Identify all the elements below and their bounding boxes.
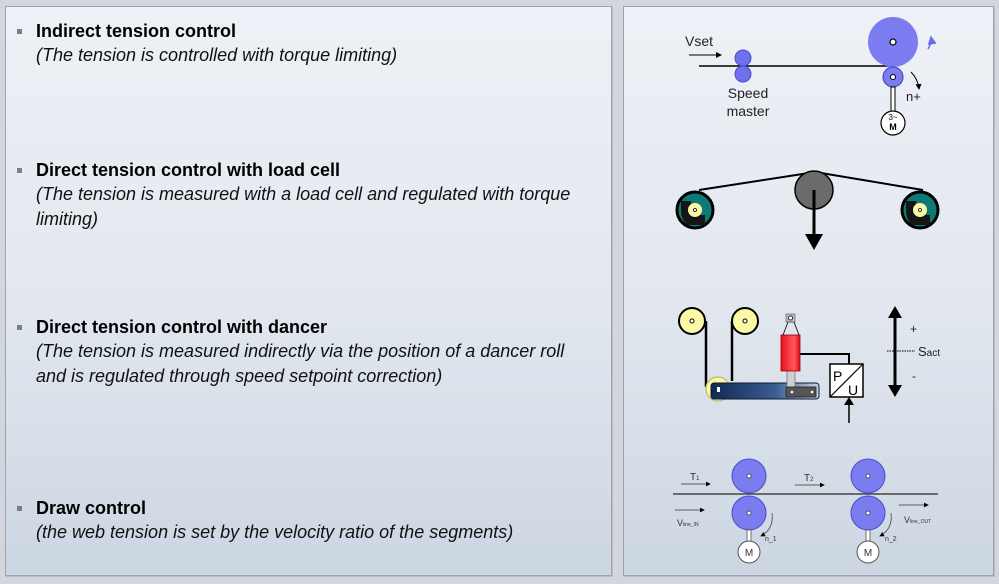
item-description: (the web tension is set by the velocity …	[36, 522, 514, 542]
n1-label: n_1	[765, 536, 777, 543]
web-right	[820, 172, 924, 191]
item-title: Indirect tension control	[36, 21, 237, 41]
speed-master-roller-bottom	[734, 65, 752, 83]
draw-control-diagram: T1 T2 Vline_IN Vline_OUT n_1 M	[673, 458, 938, 564]
bullet-icon	[17, 506, 22, 511]
motor-phase-label: 3~	[888, 113, 897, 122]
item-title: Direct tension control with load cell	[36, 160, 341, 180]
draw-roller-pair-1: n_1 M	[731, 458, 777, 564]
s-act-label: Sact	[918, 344, 940, 359]
master-label: master	[727, 103, 770, 119]
bullet-icon	[17, 168, 22, 173]
speed-master-roller-top	[734, 49, 752, 67]
web-left	[698, 172, 810, 191]
n-plus-label: n+	[906, 89, 921, 104]
t2-label: T2	[804, 473, 814, 484]
motor-2	[856, 540, 880, 564]
rotation-arrow	[910, 71, 922, 90]
motor-1-label: M	[745, 548, 753, 559]
indirect-tension-diagram: Vset Speed master n+ 3~ M	[685, 17, 937, 136]
pneumatic-cylinder	[780, 334, 801, 372]
item-description: (The tension is controlled with torque l…	[36, 45, 398, 65]
bullet-icon	[17, 29, 22, 34]
motor-1	[737, 540, 761, 564]
diagram-panel: Vset Speed master n+ 3~ M	[623, 6, 994, 576]
plus-label: +	[910, 322, 917, 336]
v-line-in-label: Vline_IN	[677, 518, 699, 528]
t1-label: T1	[690, 472, 700, 483]
item-title: Direct tension control with dancer	[36, 317, 328, 337]
speed-label: Speed	[728, 85, 768, 101]
item-description: (The tension is measured indirectly via …	[36, 341, 565, 386]
item-title: Draw control	[36, 498, 147, 518]
bullet-icon	[17, 325, 22, 330]
v-line-out-label: Vline_OUT	[904, 515, 931, 525]
motor-circle	[880, 110, 906, 136]
draw-roller-pair-2: n_2 M	[850, 458, 897, 564]
signal-line	[800, 353, 850, 364]
reel-left	[675, 190, 715, 230]
motor-shaft	[890, 86, 896, 112]
vset-label: Vset	[685, 33, 713, 49]
cylinder-bracket	[785, 386, 817, 398]
dancer-diagram: P U + - Sact	[678, 306, 940, 423]
item-description: (The tension is measured with a load cel…	[36, 184, 571, 229]
minus-label: -	[912, 369, 916, 383]
rotation-arrow-blue	[927, 35, 937, 50]
n2-label: n_2	[885, 536, 897, 543]
force-arrow-head	[805, 234, 823, 250]
drive-roller-hub	[890, 74, 896, 80]
text-panel: Indirect tension control (The tension is…	[5, 6, 612, 576]
reel-right	[900, 190, 940, 230]
large-roll-hub	[889, 38, 897, 46]
load-cell-diagram	[675, 170, 940, 250]
u-label: U	[848, 382, 858, 398]
p-label: P	[833, 368, 842, 384]
motor-2-label: M	[864, 548, 872, 559]
motor-label: M	[889, 122, 897, 132]
diagrams-svg: Vset Speed master n+ 3~ M	[673, 17, 940, 564]
